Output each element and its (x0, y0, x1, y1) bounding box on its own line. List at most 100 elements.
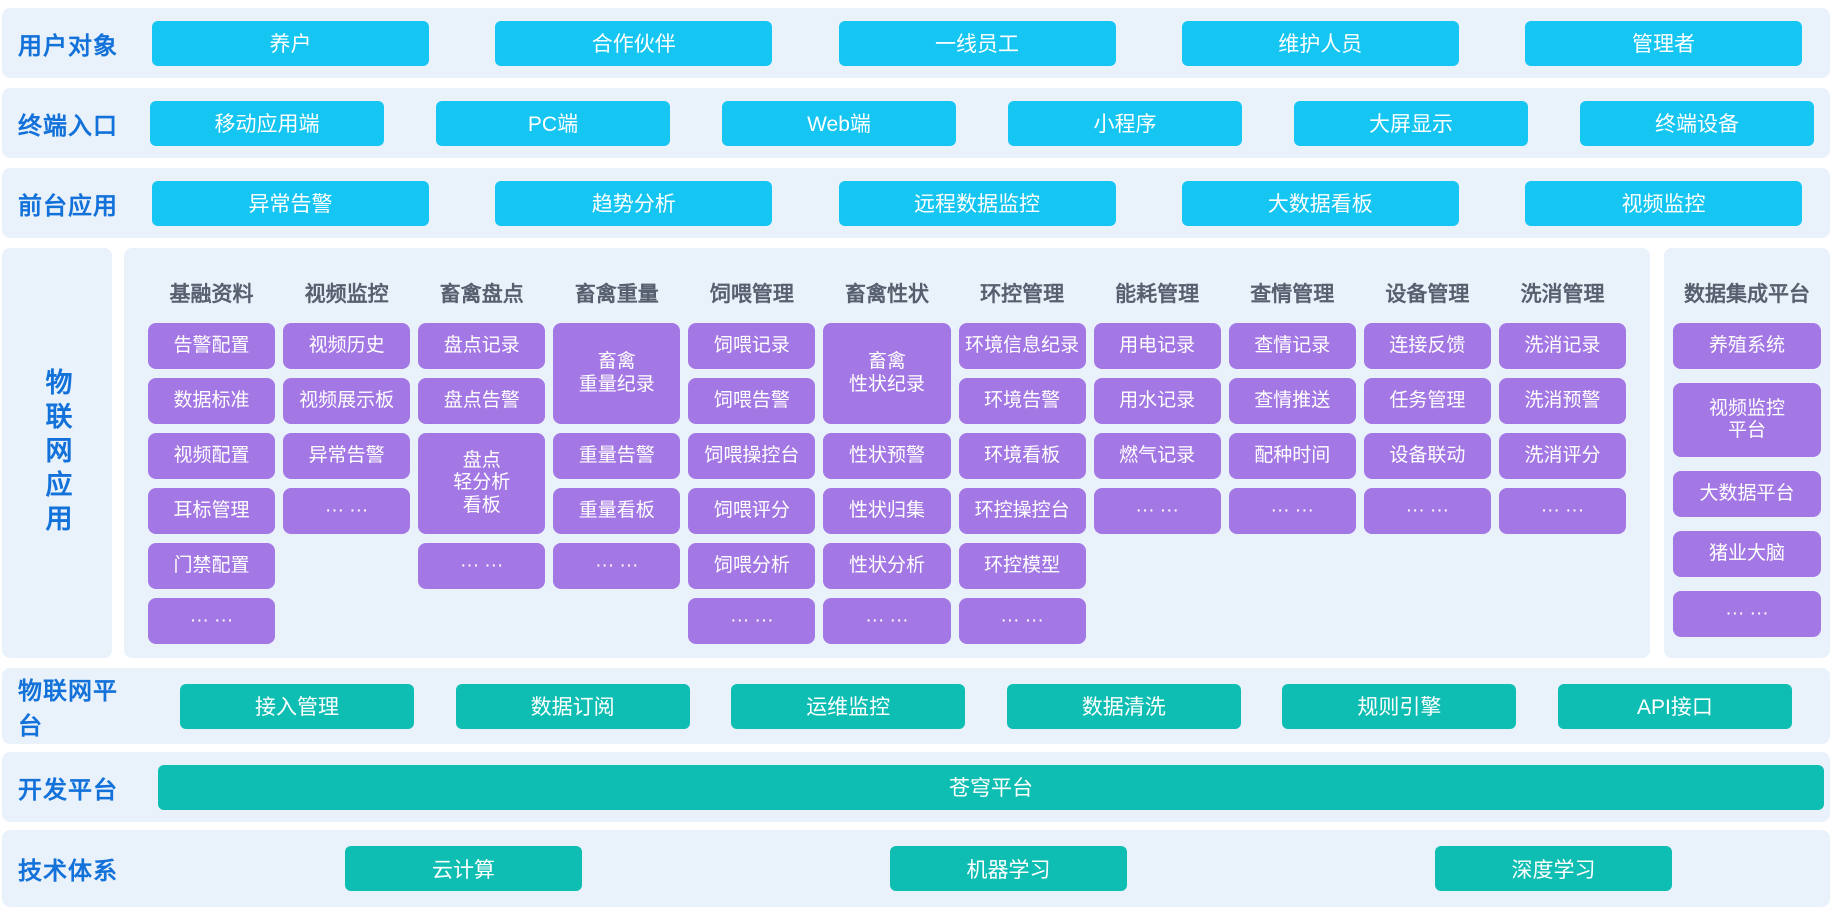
iot-platform-box: 数据订阅 (455, 683, 690, 729)
iot-app-cell: ··· ··· (1498, 488, 1626, 534)
band-users-label: 用户对象 (18, 32, 118, 60)
tech-system-box: 机器学习 (890, 846, 1127, 891)
band-dev-platform: 开发平台 苍穹平台 (2, 752, 1830, 822)
terminal-box: 移动应用端 (150, 100, 384, 146)
integration-panel-header: 数据集成平台 (1684, 283, 1810, 306)
user-box: 养户 (152, 20, 429, 66)
tech-system-box: 深度学习 (1435, 846, 1672, 891)
iot-column-header: 基融资料 (169, 283, 254, 306)
iot-app-cell: 异常告警 (283, 433, 411, 479)
iot-app-cell: 查情记录 (1228, 323, 1356, 369)
integration-cells: 养殖系统视频监控 平台大数据平台猪业大脑··· ··· (1673, 323, 1821, 637)
terminal-box: PC端 (436, 100, 670, 146)
frontend-app-box: 大数据看板 (1181, 180, 1459, 226)
iot-column-cells: 用电记录用水记录燃气记录··· ··· (1093, 323, 1221, 644)
terminal-box: 小程序 (1008, 100, 1242, 146)
integration-cell: ··· ··· (1673, 591, 1821, 637)
iot-column-cells: 连接反馈任务管理设备联动 ··· ··· (1363, 323, 1491, 644)
band-dev-platform-items: 苍穹平台 (130, 764, 1830, 810)
iot-app-cell: 环控模型 (958, 543, 1086, 589)
iot-platform-box: 数据清洗 (1006, 683, 1241, 729)
iot-app-cell: 饲喂告警 (688, 378, 816, 424)
iot-platform-box: 接入管理 (180, 683, 414, 729)
iot-apps-section: 物联网应用 基融资料告警配置数据标准视频配置耳标管理门禁配置··· ···视频监… (2, 248, 1830, 658)
iot-app-cell: 视频历史 (283, 323, 411, 369)
iot-platform-box: API接口 (1557, 683, 1792, 729)
band-iot-platform: 物联网平台 接入管理数据订阅运维监控数据清洗规则引擎 API接口 (2, 668, 1830, 744)
iot-column-2: 视频监控视频历史视频展示板异常告警 ··· ··· (283, 280, 411, 644)
iot-column-11: 洗消管理洗消记录洗消预警洗消评分··· ··· (1498, 280, 1626, 644)
iot-column-header: 畜禽盘点 (439, 283, 524, 306)
iot-app-cell: 环控操控台 (958, 488, 1086, 534)
iot-app-cell: 视频配置 (148, 433, 276, 479)
iot-app-cell: ··· ··· (148, 598, 276, 644)
band-iot-platform-label: 物联网平台 (18, 678, 118, 740)
integration-cell: 养殖系统 (1673, 323, 1821, 369)
integration-cell: 猪业大脑 (1673, 531, 1821, 577)
iot-column-header: 畜禽重量 (574, 283, 659, 306)
iot-column-10: 设备管理连接反馈任务管理设备联动 ··· ··· (1363, 280, 1491, 644)
iot-app-cell: 洗消评分 (1498, 433, 1626, 479)
iot-column-header: 饲喂管理 (709, 283, 794, 306)
iot-app-cell: 重量看板 (553, 488, 681, 534)
frontend-app-box: 异常告警 (152, 180, 429, 226)
iot-column-cells: 告警配置数据标准视频配置耳标管理门禁配置··· ··· (148, 323, 276, 644)
band-users: 用户对象 养户合作伙伴一线员工维护人员管理者 (2, 8, 1830, 78)
iot-app-cell: 连接反馈 (1363, 323, 1491, 369)
iot-app-cell: ··· ··· (283, 488, 411, 534)
iot-platform-box: 运维监控 (731, 683, 966, 729)
user-box: 合作伙伴 (495, 20, 773, 66)
iot-app-cell: 设备联动 (1363, 433, 1491, 479)
band-frontend-apps-items: 异常告警趋势分析远程数据监控大数据看板视频监控 (130, 180, 1830, 226)
iot-app-columns: 基融资料告警配置数据标准视频配置耳标管理门禁配置··· ···视频监控视频历史视… (148, 280, 1626, 644)
iot-app-cell: ··· ··· (1363, 488, 1491, 534)
band-dev-platform-label: 开发平台 (18, 776, 118, 804)
iot-app-cell: 盘点告警 (418, 378, 546, 424)
iot-column-header: 畜禽性状 (844, 283, 929, 306)
iot-app-cell: 门禁配置 (148, 543, 276, 589)
iot-apps-label: 物联网应用 (41, 368, 72, 538)
iot-app-cell: 告警配置 (148, 323, 276, 369)
iot-column-9: 查情管理查情记录查情推送配种时间··· ··· (1228, 280, 1356, 644)
iot-column-cells: 洗消记录洗消预警洗消评分··· ··· (1498, 323, 1626, 644)
iot-app-cell: 配种时间 (1228, 433, 1356, 479)
iot-app-cell: ··· ··· (823, 598, 951, 644)
iot-app-cell: ··· ··· (553, 543, 681, 589)
iot-app-cell: 饲喂记录 (688, 323, 816, 369)
iot-column-header: 环控管理 (980, 283, 1065, 306)
iot-app-cell: 盘点 轻分析 看板 (418, 433, 546, 534)
iot-column-header: 能耗管理 (1115, 283, 1200, 306)
band-tech-system-items: 云计算机器学习深度学习 (130, 846, 1830, 891)
integration-cell: 大数据平台 (1673, 471, 1821, 517)
iot-column-5: 饲喂管理饲喂记录饲喂告警饲喂操控台饲喂评分饲喂分析··· ··· (688, 280, 816, 644)
frontend-app-box: 视频监控 (1525, 180, 1802, 226)
iot-column-4: 畜禽重量畜禽 重量纪录重量告警重量看板··· ··· (553, 280, 681, 644)
iot-app-cell: 畜禽 性状纪录 (823, 323, 951, 424)
iot-app-cell: 燃气记录 (1093, 433, 1221, 479)
iot-column-cells: 饲喂记录饲喂告警饲喂操控台饲喂评分饲喂分析··· ··· (688, 323, 816, 644)
terminal-box: Web端 (722, 100, 956, 146)
iot-app-cell: 查情推送 (1228, 378, 1356, 424)
iot-app-cell: 用水记录 (1093, 378, 1221, 424)
iot-app-cell: 洗消预警 (1498, 378, 1626, 424)
iot-app-cell: 视频展示板 (283, 378, 411, 424)
iot-column-3: 畜禽盘点盘点记录盘点告警盘点 轻分析 看板··· ··· (418, 280, 546, 644)
iot-column-cells: 环境信息纪录环境告警环境看板环控操控台环控模型··· ··· (958, 323, 1086, 644)
iot-app-cell: 性状预警 (823, 433, 951, 479)
iot-app-cell: 任务管理 (1363, 378, 1491, 424)
iot-app-cell: 饲喂评分 (688, 488, 816, 534)
iot-column-header: 视频监控 (304, 283, 389, 306)
band-iot-platform-items: 接入管理数据订阅运维监控数据清洗规则引擎 API接口 (130, 683, 1830, 729)
iot-column-header: 设备管理 (1385, 283, 1470, 306)
iot-column-6: 畜禽性状畜禽 性状纪录性状预警性状归集性状分析··· ··· (823, 280, 951, 644)
band-tech-system: 技术体系 云计算机器学习深度学习 (2, 830, 1830, 907)
band-tech-system-label: 技术体系 (18, 858, 118, 885)
iot-platform-box: 规则引擎 (1282, 683, 1517, 729)
iot-apps-main-panel: 基融资料告警配置数据标准视频配置耳标管理门禁配置··· ···视频监控视频历史视… (124, 248, 1650, 658)
iot-app-cell: 环境看板 (958, 433, 1086, 479)
band-frontend-apps-label: 前台应用 (18, 192, 118, 220)
iot-app-cell: 饲喂分析 (688, 543, 816, 589)
iot-column-cells: 查情记录查情推送配种时间··· ··· (1228, 323, 1356, 644)
band-users-items: 养户合作伙伴一线员工维护人员管理者 (130, 20, 1830, 66)
